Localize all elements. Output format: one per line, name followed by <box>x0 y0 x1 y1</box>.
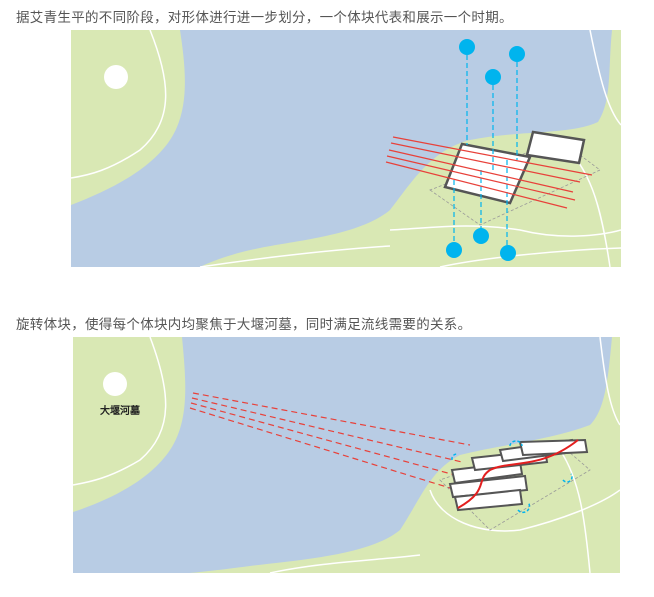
landmark-label: 大堰河墓 <box>100 404 141 417</box>
paragraph-2: 旋转体块，使得每个体块内均聚焦于大堰河墓，同时满足流线需要的关系。 <box>16 317 472 333</box>
diagram-block-rotation: 大堰河墓 <box>73 337 620 573</box>
circulation-route <box>457 439 579 509</box>
lake <box>71 30 612 267</box>
view-points <box>446 39 525 261</box>
paragraph-1: 据艾青生平的不同阶段，对形体进行进一步划分，一个体块代表和展示一个时期。 <box>16 10 513 26</box>
rotated-blocks <box>448 438 589 512</box>
sight-arrows <box>385 136 593 209</box>
landmark-circle <box>103 372 127 396</box>
diagram-block-division <box>71 30 621 267</box>
landmark-circle <box>104 65 128 89</box>
